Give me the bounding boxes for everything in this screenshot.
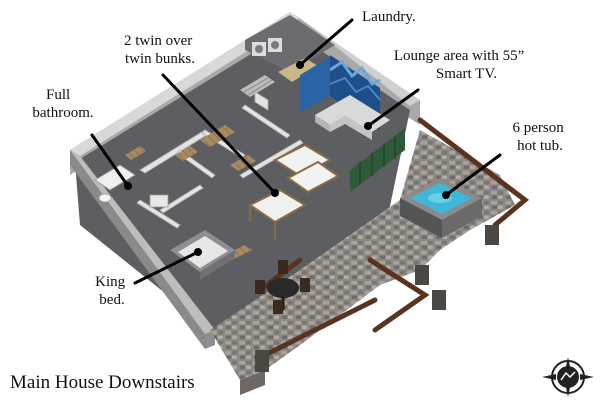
lounge-leader [366, 88, 420, 128]
bunk-beds [248, 143, 340, 240]
patio-table-set [255, 260, 310, 314]
laundry-label: Laundry. [362, 9, 416, 25]
hottub-label: 6 person hot tub. [513, 120, 568, 154]
glass-doors [350, 128, 405, 192]
bathroom-fixtures [94, 164, 169, 208]
bunks-leader [161, 73, 277, 195]
patio-railing [257, 117, 530, 358]
king-bed [170, 230, 235, 280]
bath-label: Full bathroom. [32, 87, 93, 121]
laundry-leader [298, 18, 354, 67]
hottub-leader [444, 153, 502, 197]
king-leader [133, 250, 200, 285]
callout-dots [124, 61, 450, 256]
stairs [240, 75, 275, 97]
interior-walls [136, 91, 304, 229]
laundry-room [245, 15, 335, 82]
callout-lines [90, 18, 502, 285]
lounge-label: Lounge area with 55” Smart TV. [394, 48, 528, 82]
railing-posts [255, 225, 499, 372]
bunks-label: 2 twin over twin bunks. [124, 33, 196, 67]
bath-leader [90, 133, 130, 188]
hot-tub [400, 178, 482, 238]
king-label: King bed. [95, 274, 129, 308]
compass-emblem-icon [542, 357, 594, 397]
diagram-title: Main House Downstairs [10, 372, 195, 393]
